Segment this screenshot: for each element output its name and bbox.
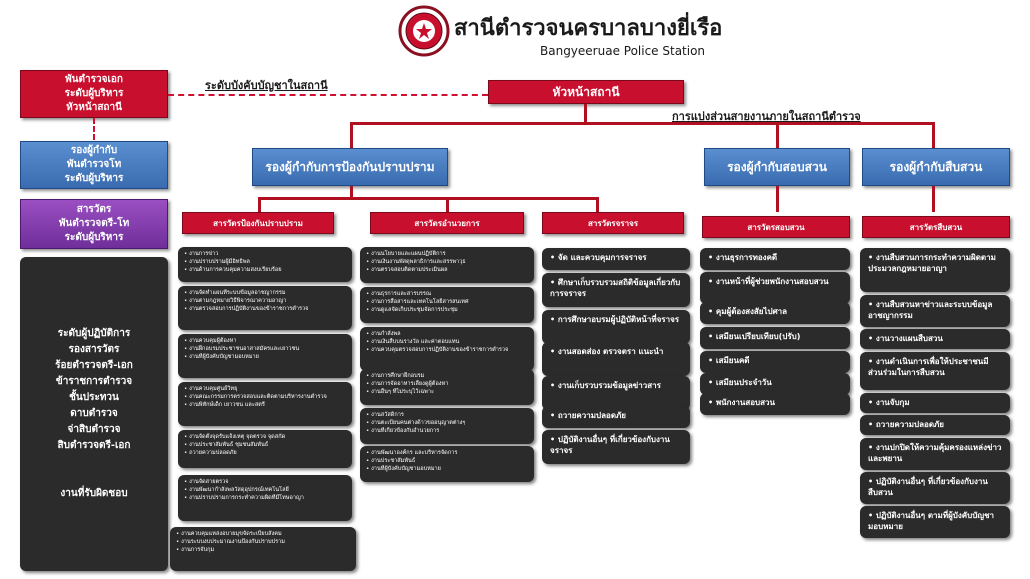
list-item: เสมียนเปรียบเทียบ(ปรับ) bbox=[700, 327, 850, 349]
list-item: งานหน้าที่ผู้ช่วยพนักงานสอบสวน bbox=[700, 272, 850, 304]
command-level-label: ระดับบังคับบัญชาในสถานี bbox=[205, 79, 328, 92]
list-item: งานควบคุมศูนย์วิทยุงานคณะกรรมการตรวจสอบแ… bbox=[178, 382, 352, 426]
list-item: งานวางแผนสืบสวน bbox=[860, 329, 1010, 349]
deputy-box: รองผู้กำกับ พันตำรวจโท ระดับผู้บริหาร bbox=[20, 141, 168, 189]
commander-box: พันตำรวจเอก ระดับผู้บริหาร หัวหน้าสถานี bbox=[20, 70, 168, 118]
list-item: งานธุรการและสารบรรณงานการสื่อสารและเทคโน… bbox=[360, 287, 534, 323]
list-item: ถวายความปลอดภัย bbox=[542, 406, 690, 428]
list-item: ถวายความปลอดภัย bbox=[860, 415, 1010, 435]
list-item: งานจับกุม bbox=[860, 393, 1010, 413]
list-item: งานปกปิดให้ความคุ้มครองแหล่งข่าวและพยาน bbox=[860, 438, 1010, 470]
list-item: งานธุรการทองคดี bbox=[700, 248, 850, 270]
list-item: งานกำลังพลงานเงินสืบบนรางวัล และค่าตอบแท… bbox=[360, 327, 534, 371]
list-item: ปฏิบัติงานอื่นๆ ที่เกี่ยวข้องกับงานสืบสว… bbox=[860, 472, 1010, 504]
list-item: งานสืบสวนการกระทำความผิดตามประมวลกฎหมายอ… bbox=[860, 248, 1010, 292]
list-item: งานจัดตั้งจุดรับแจ้งเหตุ จุดตรวจ จุดสกัด… bbox=[178, 430, 352, 468]
list-item: การศึกษาอบรมผู้ปฏิบัติหน้าที่จราจร bbox=[542, 310, 690, 344]
list-item: จัด และควบคุมการจราจร bbox=[542, 248, 690, 270]
inspector-investigation-box: สารวัตรสอบสวน bbox=[702, 216, 850, 238]
list-item: ศึกษาเก็บรวบรวมสถิติข้อมูลเกี่ยวกับการจร… bbox=[542, 273, 690, 307]
chief-box: หัวหน้าสถานี bbox=[488, 80, 684, 104]
list-item: งานสวัสดิการงานตะเบียนคนต่างด้าวขออนุญาต… bbox=[360, 408, 534, 444]
list-item: งานพัฒนาองค์กร และบริหารจัดการงานประชาสั… bbox=[360, 446, 534, 482]
list-item: เสมียนคดี bbox=[700, 351, 850, 373]
list-item: งานการศึกษาฝึกอบรมงานการจัดอาหารเลี้ยงดู… bbox=[360, 369, 534, 405]
division-label: การแบ่งส่วนสายงานภายในสถานีตำรวจ bbox=[672, 110, 861, 123]
list-item: คุมผู้ต้องสงสัยไปศาล bbox=[700, 302, 850, 324]
list-item: งานควบคุมผู้ต้องหางานฝึกอบรมประชาชนอาสาส… bbox=[178, 334, 352, 378]
inspector-detective-box: สารวัตรสืบสวน bbox=[862, 216, 1010, 238]
inspector-box: สารวัตร พันตำรวจตรี-โท ระดับผู้บริหาร bbox=[20, 199, 168, 249]
page-title: สานีตำรวจนครบาลบางยี่เรือ bbox=[454, 15, 723, 41]
operator-box: ระดับผู้ปฏิบัติการ รองสารวัตร ร้อยตำรวจต… bbox=[20, 257, 168, 571]
list-item: งานจัดสายตรวจงานพัฒนากำลังพลวัสดุอุปกรณ์… bbox=[178, 475, 352, 521]
inspector-admin-box: สารวัตรอำนวยการ bbox=[370, 212, 524, 234]
inspector-traffic-box: สารวัตรจราจร bbox=[542, 212, 684, 234]
deputy-detective-box: รองผู้กำกับสืบสวน bbox=[862, 148, 1010, 186]
deputy-investigation-box: รองผู้กำกับสอบสวน bbox=[704, 148, 850, 186]
list-item: งานดำเนินการเพื่อให้ประชาชนมีส่วนร่วมในก… bbox=[860, 352, 1010, 390]
list-item: งานการข่าวงานปราบปรามผู้มีอิทธิพลงานด้าน… bbox=[178, 247, 352, 282]
list-item: เสมียนประจำวัน bbox=[700, 373, 850, 395]
list-item: พนักงานสอบสวน bbox=[700, 393, 850, 415]
page-subtitle: Bangyeeruae Police Station bbox=[540, 44, 706, 58]
police-emblem-icon bbox=[398, 4, 450, 58]
list-item: งานนโยบายและแผนปฏิบัติการงานเงินงานพัสดุ… bbox=[360, 247, 534, 283]
inspector-prevention-box: สารวัตรป้องกันปราบปราม bbox=[182, 212, 334, 234]
list-item: ปฏิบัติงานอื่นๆ ที่เกี่ยวข้องกับงานจราจร bbox=[542, 430, 690, 464]
list-item: งานควบคุมแหล่งอบายมุขจัดระเบียบสังคมงานร… bbox=[170, 527, 356, 571]
responsibility-label: งานที่รับผิดชอบ bbox=[60, 488, 128, 499]
list-item: ปฏิบัติงานอื่นๆ ตามที่ผู้บังคับบัญชามอบห… bbox=[860, 506, 1010, 538]
list-item: งานสืบสวนหาข่าวและระบบข้อมูลอาชญากรรม bbox=[860, 295, 1010, 327]
list-item: งานจัดทำแผนที่ระบบข้อมูลอาชญากรรมงานตามก… bbox=[178, 286, 352, 330]
deputy-prevention-box: รองผู้กำกับการป้องกันปราบปราม bbox=[252, 148, 448, 186]
list-item: งานเก็บรวบรวมข้อมูลข่าวสาร bbox=[542, 376, 690, 410]
list-item: งานสอดส่อง ตรวจตรา แนะนำ bbox=[542, 342, 690, 376]
